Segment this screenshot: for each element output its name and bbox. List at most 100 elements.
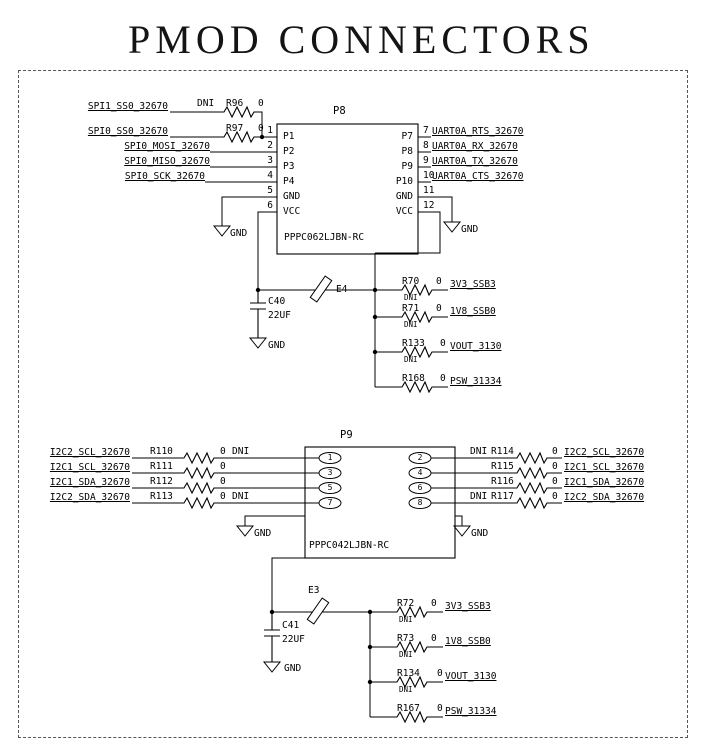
pin-name: GND — [395, 191, 413, 202]
pin-name: P8 — [401, 146, 413, 157]
resistor-value: 0 — [220, 446, 226, 457]
resistor-refdes: R114 — [491, 446, 514, 457]
pin-number: 7 — [423, 125, 429, 136]
pin-name: P9 — [401, 161, 413, 172]
net-label: 1V8_SSB0 — [445, 636, 491, 647]
p9-left-wires — [132, 457, 319, 504]
pin-number: 12 — [423, 200, 435, 211]
resistor-refdes: R134 — [397, 668, 420, 679]
resistor-refdes: R111 — [150, 461, 173, 472]
resistor-r111-symbol[interactable] — [181, 467, 217, 479]
resistor-r117-symbol[interactable] — [514, 497, 550, 509]
dni-flag: DNI — [399, 615, 413, 624]
resistor-refdes: R167 — [397, 703, 420, 714]
p9-part-number: PPPC042LJBN-RC — [309, 540, 390, 551]
pin-number: 4 — [267, 170, 273, 181]
net-label: SPI0_SCK_32670 — [124, 171, 205, 182]
net-label: 3V3_SSB3 — [450, 279, 496, 290]
net-label: PSW_31334 — [445, 706, 497, 717]
net-label: I2C1_SDA_32670 — [564, 477, 645, 488]
resistor-value: 0 — [440, 338, 446, 349]
pin-name: P1 — [283, 131, 295, 142]
resistor-value: 0 — [431, 598, 437, 609]
resistor-r115-symbol[interactable] — [514, 467, 550, 479]
dni-flag: DNI — [470, 446, 488, 457]
net-label: 1V8_SSB0 — [450, 306, 496, 317]
pin-number: 8 — [417, 498, 423, 507]
p8-left-wires — [170, 111, 277, 290]
net-label: I2C1_SCL_32670 — [564, 462, 645, 473]
pin-name: P4 — [283, 176, 295, 187]
junction-dot — [259, 134, 265, 140]
jumper-refdes: E3 — [308, 585, 320, 596]
resistor-value: 0 — [220, 461, 226, 472]
p9-pin-oval[interactable] — [318, 482, 342, 494]
net-label: SPI0_MISO_32670 — [124, 156, 210, 167]
resistor-value: 0 — [552, 476, 558, 487]
pin-number: 8 — [423, 140, 429, 151]
resistor-r114-symbol[interactable] — [514, 452, 550, 464]
p9-pin-oval[interactable] — [408, 497, 432, 509]
resistor-refdes: R96 — [226, 98, 244, 109]
p9-pin-oval[interactable] — [408, 452, 432, 464]
p9-pin-oval[interactable] — [408, 482, 432, 494]
pin-name: P2 — [283, 146, 295, 157]
p9-pin-oval[interactable] — [318, 452, 342, 464]
resistor-value: 0 — [258, 123, 264, 134]
pin-name: VCC — [283, 206, 301, 217]
net-label: PSW_31334 — [450, 376, 502, 387]
resistor-refdes: R70 — [402, 276, 420, 287]
pin-number: 11 — [423, 185, 435, 196]
jumper-e3-symbol[interactable] — [306, 597, 330, 625]
resistor-value: 0 — [552, 446, 558, 457]
pin-number: 7 — [327, 498, 333, 507]
dni-flag: DNI — [404, 320, 418, 329]
p9-pin-oval[interactable] — [408, 467, 432, 479]
gnd-label: GND — [284, 663, 302, 674]
resistor-r116-symbol[interactable] — [514, 482, 550, 494]
pin-name: GND — [283, 191, 301, 202]
resistor-r113-symbol[interactable] — [181, 497, 217, 509]
p9-pin-oval[interactable] — [318, 497, 342, 509]
pin-name: P7 — [401, 131, 413, 142]
net-label: 3V3_SSB3 — [445, 601, 491, 612]
capacitor-c40-symbol[interactable] — [250, 290, 266, 338]
resistor-refdes: R72 — [397, 598, 415, 609]
pin-number: 3 — [327, 468, 333, 477]
net-label: I2C2_SCL_32670 — [564, 447, 645, 458]
resistor-value: 0 — [437, 703, 443, 714]
resistor-value: 0 — [220, 476, 226, 487]
resistor-r110-symbol[interactable] — [181, 452, 217, 464]
p9-pin-oval[interactable] — [318, 467, 342, 479]
junction-dot — [269, 609, 275, 615]
pin-name: P10 — [395, 176, 413, 187]
resistor-value: 0 — [437, 668, 443, 679]
resistor-refdes: R116 — [491, 476, 514, 487]
resistor-refdes: R112 — [150, 476, 173, 487]
resistor-refdes: R113 — [150, 491, 173, 502]
pin-name: P3 — [283, 161, 295, 172]
junction-dot — [367, 679, 373, 685]
dni-flag: DNI — [232, 491, 250, 502]
capacitor-c41-symbol[interactable] — [264, 612, 280, 662]
net-label: I2C1_SCL_32670 — [49, 462, 130, 473]
capacitor-value: 22UF — [282, 634, 305, 645]
pin-number: 6 — [417, 483, 423, 492]
net-label: I2C2_SDA_32670 — [564, 492, 645, 503]
jumper-e4-symbol[interactable] — [309, 275, 333, 303]
resistor-value: 0 — [436, 276, 442, 287]
p9-right-wires — [431, 457, 562, 504]
resistor-value: 0 — [258, 98, 264, 109]
gnd-label: GND — [471, 528, 489, 539]
net-label: SPI0_SS0_32670 — [87, 126, 168, 137]
net-label: I2C1_SDA_32670 — [49, 477, 130, 488]
resistor-value: 0 — [431, 633, 437, 644]
resistor-refdes: R71 — [402, 303, 420, 314]
pin-number: 2 — [267, 140, 273, 151]
schematic-border — [18, 70, 688, 738]
p8-connector-symbol[interactable] — [276, 123, 419, 255]
page-title: PMOD CONNECTORS — [128, 17, 595, 62]
resistor-r112-symbol[interactable] — [181, 482, 217, 494]
gnd-label: GND — [461, 224, 479, 235]
